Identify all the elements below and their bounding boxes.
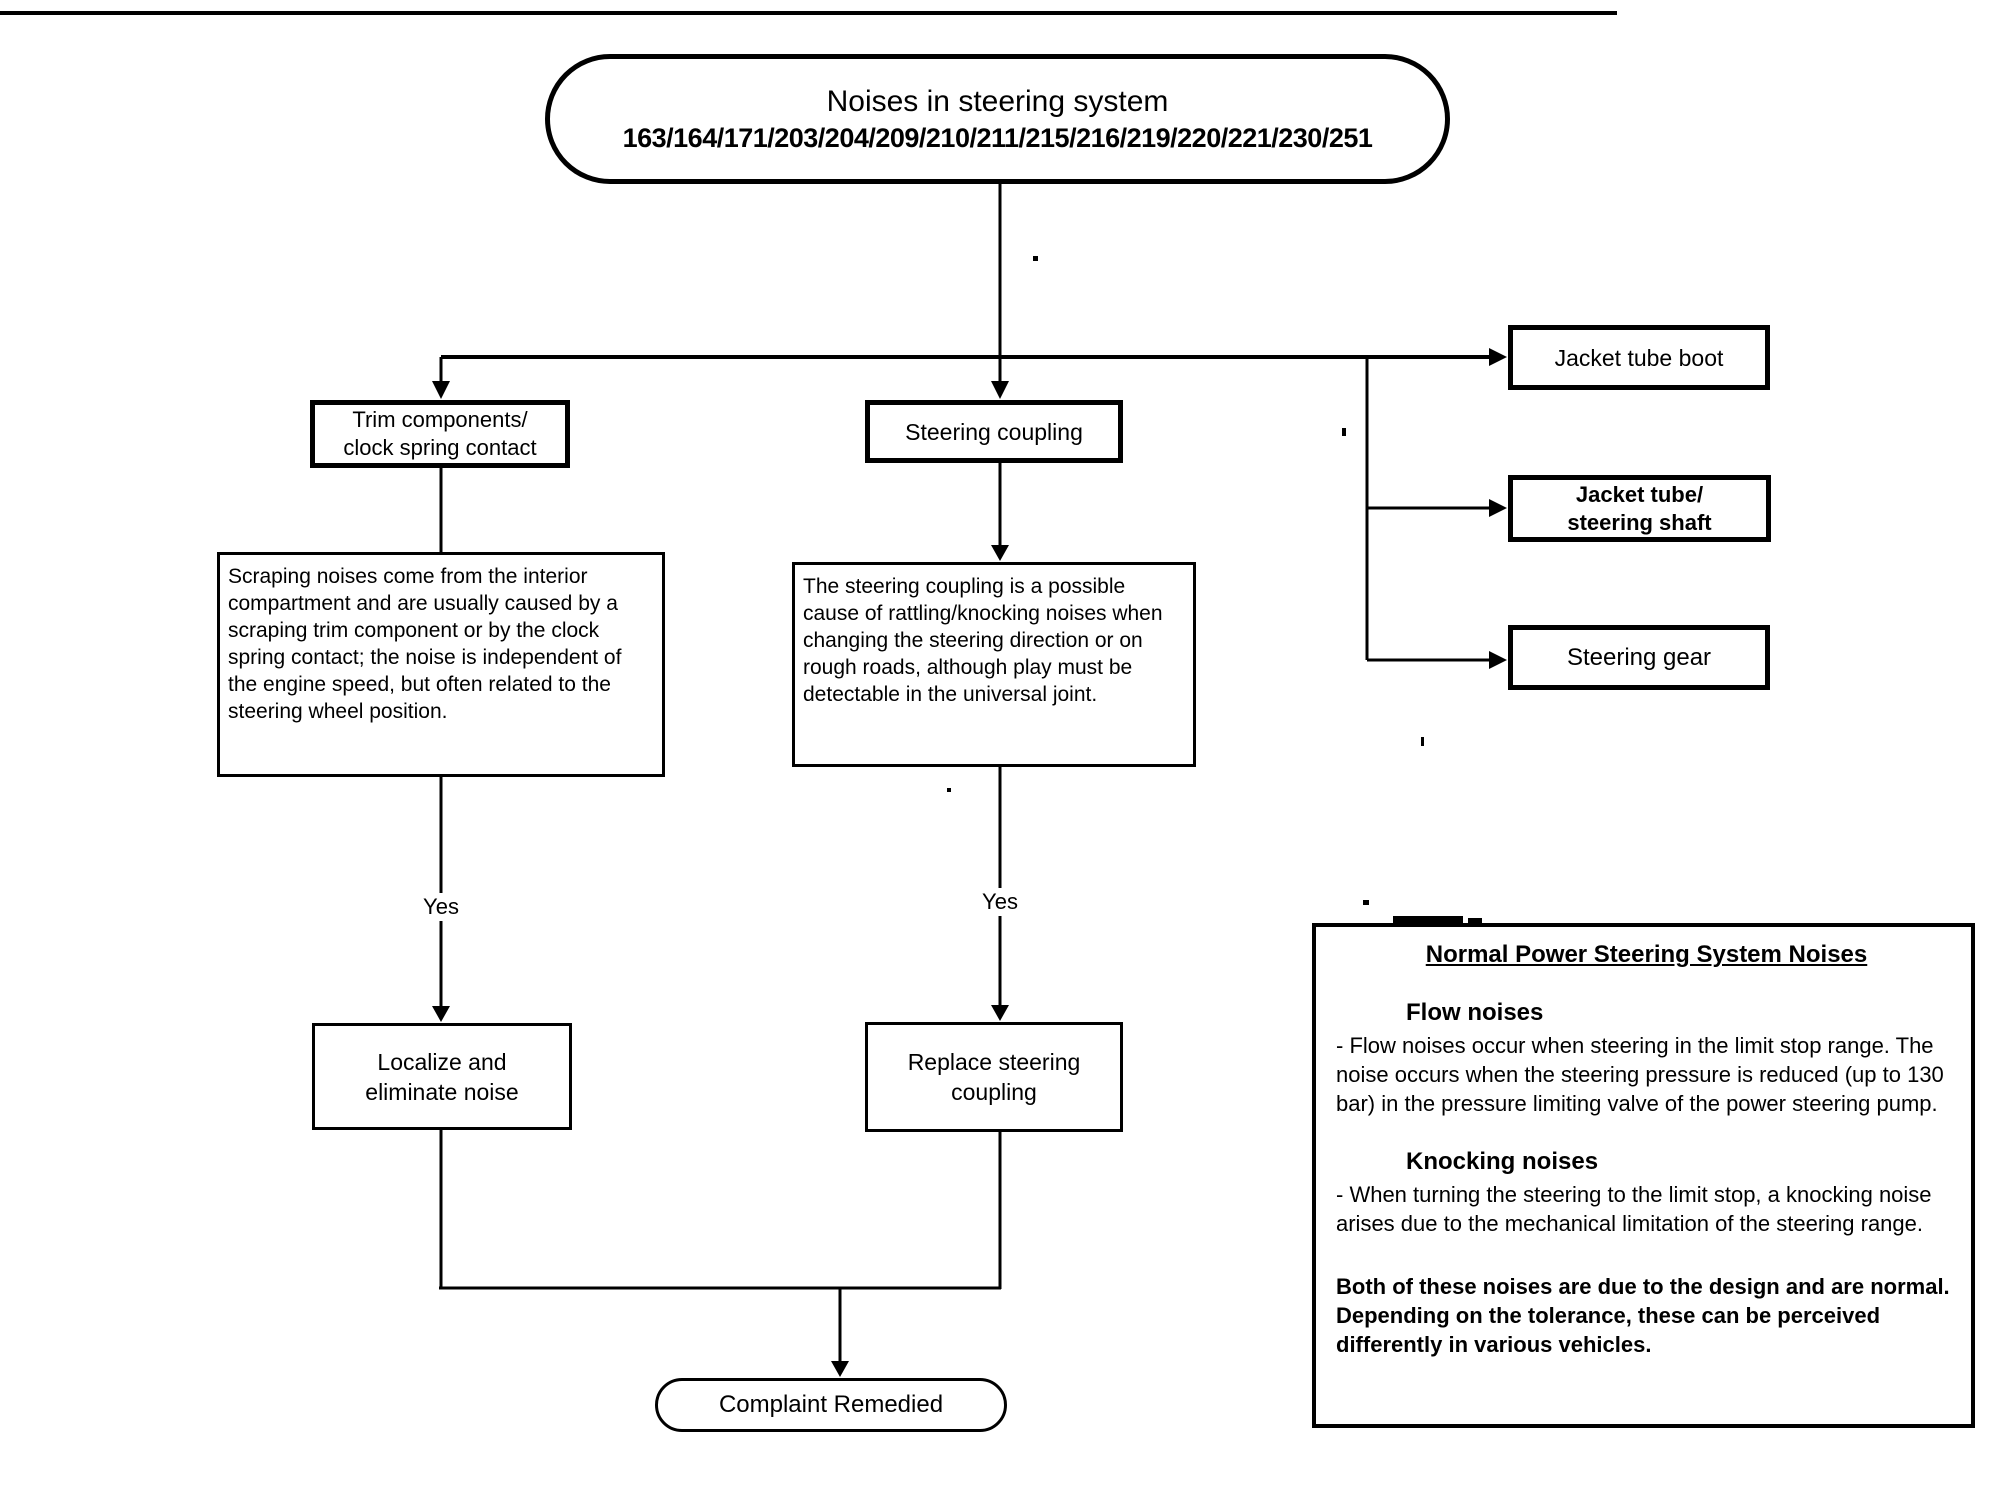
print-artifact <box>1363 900 1369 905</box>
print-artifact <box>1468 918 1482 923</box>
edge-label-yes-right: Yes <box>977 888 1023 916</box>
node-jacket-tube-steering-shaft: Jacket tube/ steering shaft <box>1508 475 1771 542</box>
node-trim-components: Trim components/ clock spring contact <box>310 400 570 468</box>
arrow-into-localize <box>432 1006 450 1022</box>
arrow-into-end <box>831 1361 849 1377</box>
knocking-noises-body: - When turning the steering to the limit… <box>1336 1182 1932 1236</box>
print-artifact <box>1342 428 1346 436</box>
arrow-into-jacket-boot <box>1489 348 1507 366</box>
print-artifact <box>1421 737 1424 746</box>
node-start: Noises in steering system 163/164/171/20… <box>545 54 1450 184</box>
info-panel-normal-noises: Normal Power Steering System Noises Flow… <box>1312 923 1975 1428</box>
start-model-numbers: 163/164/171/203/204/209/210/211/215/216/… <box>622 123 1373 153</box>
arrow-into-trim <box>432 381 450 399</box>
flow-noises-body: - Flow noises occur when steering in the… <box>1336 1033 1944 1116</box>
node-jacket-tube-boot: Jacket tube boot <box>1508 325 1770 390</box>
arrow-into-coupling <box>991 381 1009 399</box>
arrow-into-steering-gear <box>1489 651 1507 669</box>
node-replace-coupling: Replace steering coupling <box>865 1022 1123 1132</box>
arrow-into-coupling-desc <box>991 545 1009 561</box>
info-panel-title: Normal Power Steering System Noises <box>1425 941 1868 968</box>
flow-noises-heading: Flow noises <box>1406 999 1544 1026</box>
page-top-rule <box>0 11 1617 15</box>
node-steering-gear: Steering gear <box>1508 625 1770 690</box>
edge-arrowheads <box>432 348 1507 1377</box>
start-title: Noises in steering system <box>826 85 1169 118</box>
info-panel-footer: Both of these noises are due to the desi… <box>1336 1274 1950 1357</box>
knocking-noises-heading: Knocking noises <box>1406 1148 1599 1175</box>
node-complaint-remedied: Complaint Remedied <box>655 1378 1007 1432</box>
node-localize-eliminate: Localize and eliminate noise <box>312 1023 572 1130</box>
node-coupling-description: The steering coupling is a possible caus… <box>792 562 1196 767</box>
node-trim-description: Scraping noises come from the interior c… <box>217 552 665 777</box>
edge-lines <box>439 182 1492 1363</box>
print-artifact <box>947 788 951 792</box>
print-artifact <box>1033 256 1038 261</box>
arrow-into-replace <box>991 1005 1009 1021</box>
node-steering-coupling: Steering coupling <box>865 400 1123 463</box>
print-artifact <box>1393 916 1463 923</box>
edge-label-yes-left: Yes <box>418 893 464 921</box>
arrow-into-jacket-shaft <box>1489 499 1507 517</box>
